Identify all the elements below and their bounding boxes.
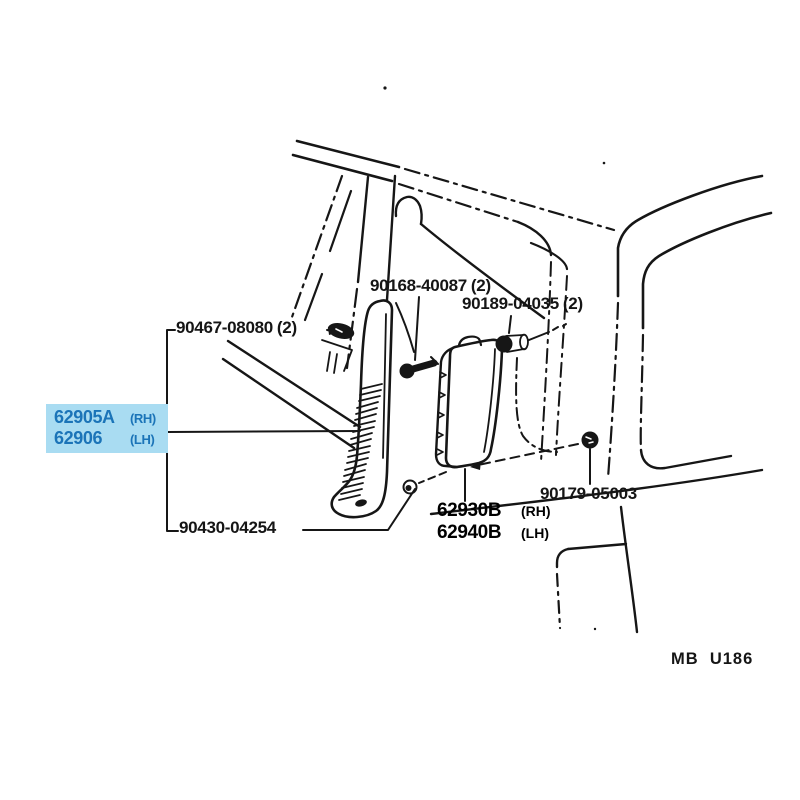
side-indicator: (RH) <box>521 503 551 519</box>
part-qty: (2) <box>470 276 491 295</box>
part-qty: (2) <box>562 294 583 313</box>
part-number: 62906 <box>54 428 103 448</box>
part-number: 90189-04035 <box>462 294 559 313</box>
part-number: 62905A <box>54 407 115 427</box>
clip-symbol-90467 <box>321 323 355 374</box>
highlighted-part-rh: 62905A (RH) <box>54 407 162 428</box>
side-indicator: (RH) <box>130 411 156 426</box>
part-number: 90467-08080 <box>176 318 273 337</box>
leader-lines <box>166 296 591 532</box>
side-indicator: (LH) <box>521 525 549 541</box>
part-number: 62930B <box>437 500 502 521</box>
side-indicator: (LH) <box>130 432 155 447</box>
screw-symbol-90168 <box>399 356 439 379</box>
part-number: 62940B <box>437 522 502 543</box>
clip-symbol-90179 <box>581 431 599 449</box>
part-label-90189: 90189-04035(2) <box>462 295 583 313</box>
rear-garnish-rh: 62930B (RH) <box>437 500 551 522</box>
part-label-62930-62940: 62930B (RH) 62940B (LH) <box>437 500 551 544</box>
screw-symbol-90430 <box>402 479 418 495</box>
part-qty: (2) <box>276 318 297 337</box>
part-label-90179: 90179-05003 <box>540 485 637 503</box>
rear-pillar-garnish-drawing <box>434 335 504 469</box>
part-label-90168: 90168-40087(2) <box>370 277 491 295</box>
nut-symbol-90189 <box>495 333 529 353</box>
part-number: 90179-05003 <box>540 484 637 503</box>
part-number: 90430-04254 <box>179 518 276 537</box>
diagram-code: MB U186 <box>671 650 754 668</box>
highlighted-part-lh: 62906 (LH) <box>54 428 162 449</box>
highlighted-part-label[interactable]: 62905A (RH) 62906 (LH) <box>46 404 168 453</box>
part-number: 90168-40087 <box>370 276 467 295</box>
center-pillar-garnish-drawing <box>330 299 394 519</box>
part-label-90430: 90430-04254 <box>179 519 276 537</box>
rear-garnish-lh: 62940B (LH) <box>437 522 551 544</box>
vehicle-outline <box>221 86 773 634</box>
part-label-90467: 90467-08080(2) <box>176 319 297 337</box>
